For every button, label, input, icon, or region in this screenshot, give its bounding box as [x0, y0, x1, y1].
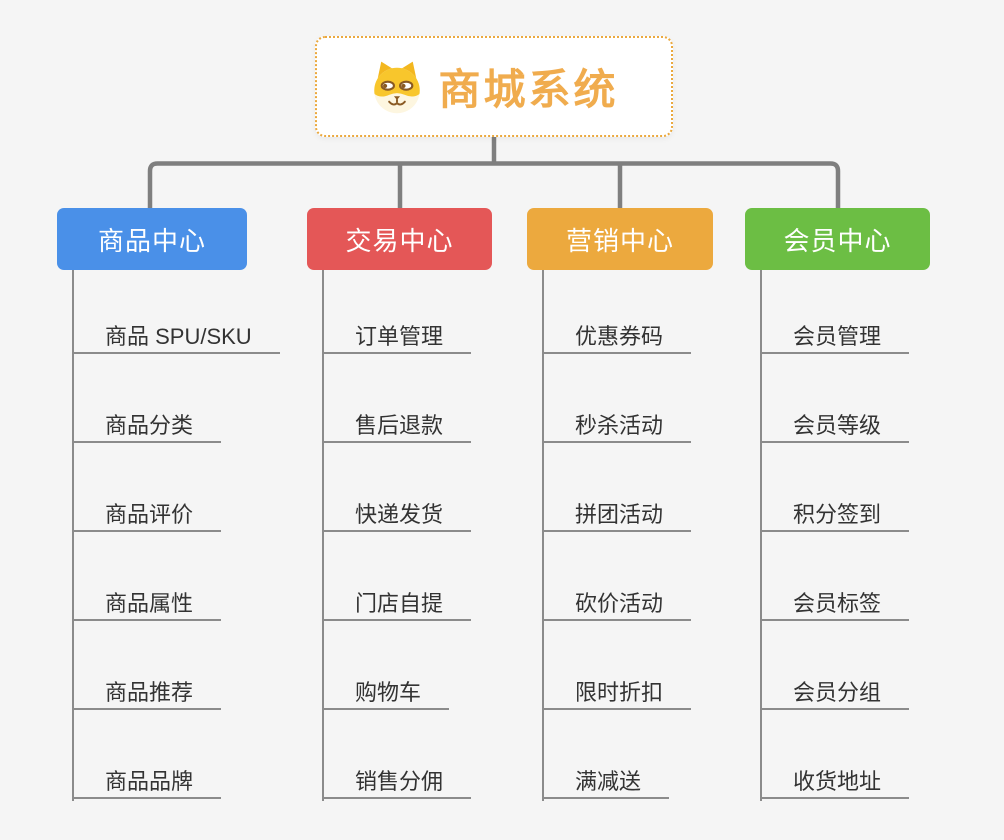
tree-connector-lines [147, 136, 841, 210]
branch-node-trade-center[interactable]: 交易中心 [307, 208, 492, 270]
main-rail-line [147, 161, 841, 210]
leaf-node[interactable]: 会员标签 [760, 587, 910, 621]
leaf-node[interactable]: 商品 SPU/SKU [72, 320, 280, 354]
branch-child-line [72, 270, 74, 801]
shiba-dog-icon [374, 61, 421, 113]
branch-column-marketing-center: 营销中心 优惠券码 秒杀活动 拼团活动 砍价活动 限时折扣 满减送 [527, 208, 713, 840]
leaf-node[interactable]: 积分签到 [760, 498, 910, 532]
leaf-node[interactable]: 收货地址 [760, 765, 910, 799]
leaf-node[interactable]: 会员等级 [760, 409, 910, 443]
branch-column-member-center: 会员中心 会员管理 会员等级 积分签到 会员标签 会员分组 收货地址 [745, 208, 930, 840]
leaf-node[interactable]: 优惠券码 [542, 320, 692, 354]
branch-node-member-center[interactable]: 会员中心 [745, 208, 930, 270]
leaf-node[interactable]: 订单管理 [322, 320, 472, 354]
branch-node-product-center[interactable]: 商品中心 [57, 208, 247, 270]
leaf-node[interactable]: 秒杀活动 [542, 409, 692, 443]
root-title: 商城系统 [438, 66, 619, 113]
leaf-node[interactable]: 限时折扣 [542, 676, 692, 710]
leaf-node[interactable]: 商品推荐 [72, 676, 222, 710]
leaf-node[interactable]: 快递发货 [322, 498, 472, 532]
leaf-node[interactable]: 商品分类 [72, 409, 222, 443]
leaf-node[interactable]: 商品品牌 [72, 765, 222, 799]
branch-column-trade-center: 交易中心 订单管理 售后退款 快递发货 门店自提 购物车 销售分佣 [307, 208, 492, 840]
leaf-node[interactable]: 售后退款 [322, 409, 472, 443]
leaf-node[interactable]: 拼团活动 [542, 498, 692, 532]
leaf-node[interactable]: 商品评价 [72, 498, 222, 532]
branch-child-line [542, 270, 544, 801]
leaf-node[interactable]: 门店自提 [322, 587, 472, 621]
branch-child-line [760, 270, 762, 801]
branch-child-line [322, 270, 324, 801]
leaf-node[interactable]: 砍价活动 [542, 587, 692, 621]
leaf-node[interactable]: 商品属性 [72, 587, 222, 621]
root-node[interactable]: 商城系统 [315, 36, 673, 137]
leaf-node[interactable]: 购物车 [322, 676, 450, 710]
leaf-node[interactable]: 会员分组 [760, 676, 910, 710]
leaf-node[interactable]: 销售分佣 [322, 765, 472, 799]
branch-node-marketing-center[interactable]: 营销中心 [527, 208, 713, 270]
leaf-node[interactable]: 会员管理 [760, 320, 910, 354]
branch-column-product-center: 商品中心 商品 SPU/SKU 商品分类 商品评价 商品属性 商品推荐 商品品牌 [57, 208, 280, 840]
leaf-node[interactable]: 满减送 [542, 765, 670, 799]
